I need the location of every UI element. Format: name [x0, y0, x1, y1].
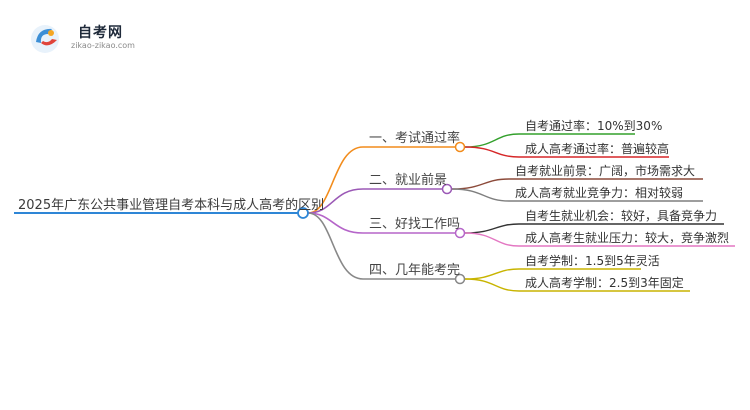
- logo-mark-icon: [31, 25, 59, 53]
- branch-node-2[interactable]: [441, 183, 453, 195]
- branch-connector-1: [307, 146, 364, 214]
- leaf-connector-3-2: [464, 232, 520, 247]
- leaf-label-1-2: 成人高考通过率：普遍较高: [525, 142, 670, 156]
- branch-node-1[interactable]: [454, 141, 466, 153]
- leaf-label-4-2: 成人高考学制：2.5到3年固定: [525, 276, 684, 290]
- leaf-label-4-1: 自考学制：1.5到5年灵活: [525, 254, 660, 268]
- branch-label-2: 二、就业前景: [369, 173, 448, 188]
- leaf-label-2-1: 自考就业前景：广阔，市场需求大: [515, 164, 696, 178]
- branch-label-1: 一、考试通过率: [369, 131, 461, 146]
- branch-connector-3: [307, 212, 364, 234]
- branch-label-4: 四、几年能考完: [369, 263, 461, 278]
- branch-connector-2: [307, 188, 364, 214]
- leaf-connector-3-1: [464, 223, 520, 234]
- branch-node-3[interactable]: [454, 227, 466, 239]
- root-node[interactable]: [297, 207, 309, 219]
- logo-name: 自考网: [78, 25, 123, 41]
- branch-connector-4: [307, 212, 364, 280]
- leaf-label-1-1: 自考通过率：10%到30%: [525, 119, 663, 133]
- leaf-connector-1-1: [464, 133, 520, 148]
- leaf-connector-4-2: [464, 278, 520, 292]
- branch-label-3: 三、好找工作吗: [369, 217, 461, 232]
- root-topic: 2025年广东公共事业管理自考本科与成人高考的区别: [18, 198, 325, 213]
- branch-node-4[interactable]: [454, 273, 466, 285]
- leaf-label-3-2: 成人高考生就业压力：较大，竞争激烈: [525, 231, 730, 245]
- logo-url: zikao-zikao.com: [71, 41, 135, 50]
- leaf-connector-2-2: [451, 188, 510, 202]
- leaf-label-3-1: 自考生就业机会：较好，具备竞争力: [525, 209, 718, 223]
- leaf-connector-1-2: [464, 146, 520, 158]
- leaf-connector-4-1: [464, 268, 520, 280]
- leaf-label-2-2: 成人高考就业竞争力：相对较弱: [515, 186, 684, 200]
- leaf-connector-2-1: [451, 178, 510, 190]
- site-logo[interactable]: 自考网 zikao-zikao.com: [28, 20, 148, 56]
